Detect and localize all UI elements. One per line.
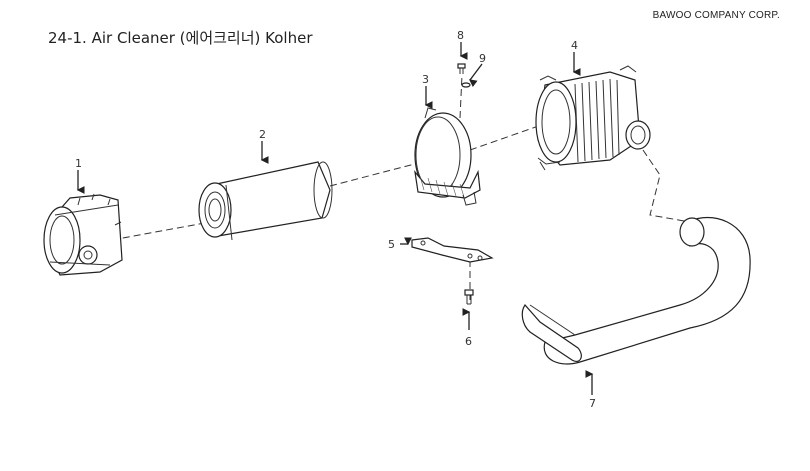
company-name: BAWOO COMPANY CORP. — [652, 10, 780, 21]
callout-7: 7 — [589, 397, 596, 410]
part-6-bolt — [464, 289, 474, 305]
page-title: 24-1. Air Cleaner (에어크리너) Kolher — [48, 29, 313, 47]
part-8-screw — [457, 63, 466, 74]
callout-4: 4 — [571, 39, 578, 52]
part-1-cover — [43, 193, 123, 276]
part-4-air-cleaner-body — [535, 65, 651, 171]
part-9-washer — [461, 82, 471, 88]
part-3-mounting-band — [414, 107, 481, 206]
callout-9: 9 — [479, 52, 486, 65]
callout-8: 8 — [457, 29, 464, 42]
callout-6: 6 — [465, 335, 472, 348]
leader-arrows — [76, 42, 594, 395]
callout-1: 1 — [75, 157, 82, 170]
part-5-bracket — [411, 237, 494, 263]
callout-5: 5 — [388, 238, 395, 251]
part-7-intake-hose — [521, 216, 751, 365]
part-2-filter-element — [198, 161, 333, 241]
callout-3: 3 — [422, 73, 429, 86]
callout-2: 2 — [259, 128, 266, 141]
